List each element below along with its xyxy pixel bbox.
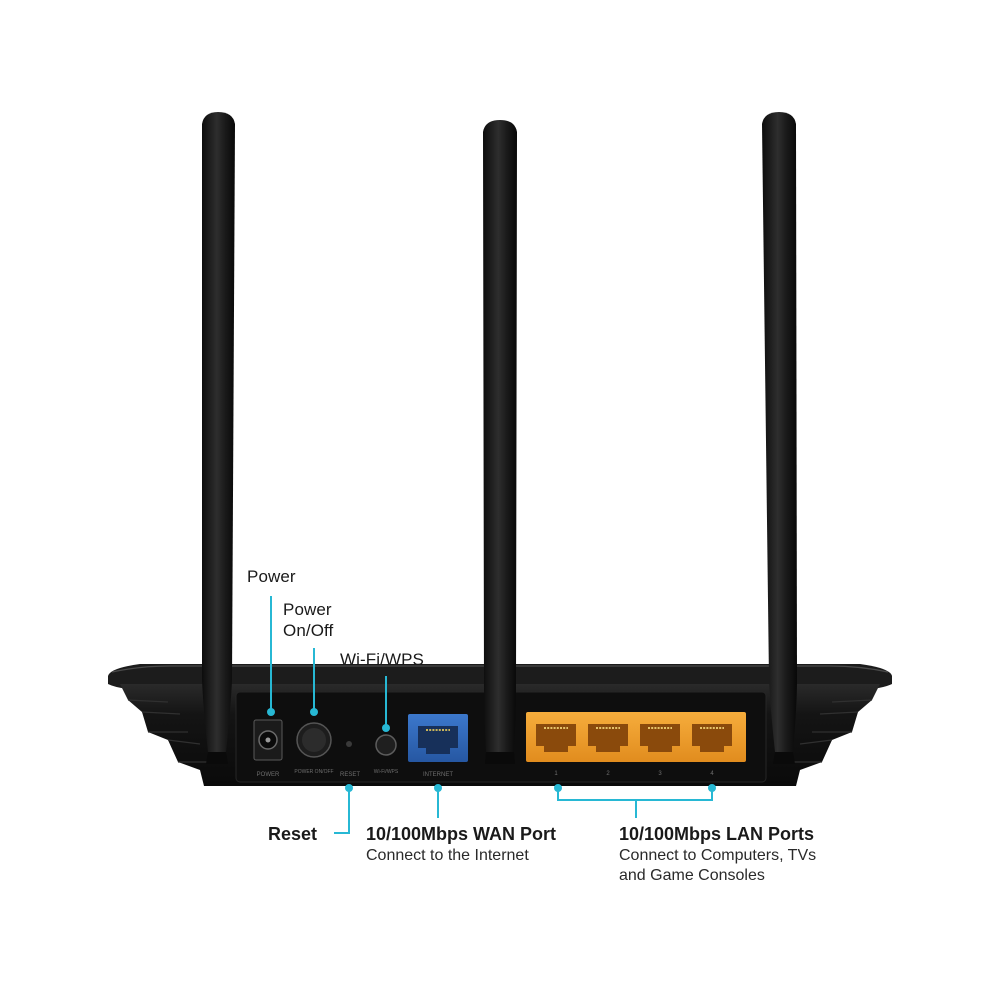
- label-lan-sub-line1: Connect to Computers, TVs: [619, 847, 817, 864]
- panel-label-lan-4: 4: [710, 771, 714, 777]
- power-jack: [253, 719, 283, 761]
- label-wan-sub: Connect to the Internet: [366, 847, 529, 864]
- callout-lines: [270, 596, 713, 834]
- label-wan-title: 10/100Mbps WAN Port: [366, 824, 557, 844]
- label-lan-sub-line2: and Game Consoles: [619, 867, 765, 884]
- panel-print: POWER POWER ON/OFF RESET Wi-Fi/WPS INTER…: [257, 769, 715, 778]
- wan-port: [408, 714, 468, 762]
- label-wifi-wps: Wi-Fi/WPS: [340, 650, 424, 669]
- panel-label-lan-2: 2: [606, 771, 610, 777]
- panel-label-lan-3: 3: [658, 771, 662, 777]
- panel-label-wifi-wps: Wi-Fi/WPS: [374, 769, 399, 775]
- label-power-onoff-line2: On/Off: [283, 621, 334, 640]
- reset-pinhole: [346, 741, 352, 747]
- callout-line-reset: [334, 790, 350, 834]
- wifi-wps-button: [375, 734, 397, 756]
- lan-port-1: [536, 724, 576, 752]
- callout-dots: [267, 708, 716, 792]
- panel-label-lan-1: 1: [554, 771, 558, 777]
- panel-label-reset: RESET: [340, 772, 360, 778]
- label-lan-title: 10/100Mbps LAN Ports: [619, 824, 815, 844]
- panel-label-power: POWER: [257, 772, 280, 778]
- label-power: Power: [247, 567, 296, 586]
- antenna-right: [762, 112, 797, 764]
- lan-port-3: [640, 724, 680, 752]
- lan-port-4: [692, 724, 732, 752]
- label-power-onoff-line1: Power: [283, 600, 332, 619]
- callout-line-lan: [557, 788, 713, 818]
- antenna-left: [202, 112, 235, 764]
- label-reset: Reset: [268, 824, 318, 844]
- power-button: [296, 722, 332, 758]
- panel-label-internet: INTERNET: [423, 772, 453, 778]
- lan-port-2: [588, 724, 628, 752]
- lan-ports: [526, 712, 746, 762]
- antenna-center: [483, 120, 517, 764]
- panel-label-power-onoff: POWER ON/OFF: [294, 769, 333, 775]
